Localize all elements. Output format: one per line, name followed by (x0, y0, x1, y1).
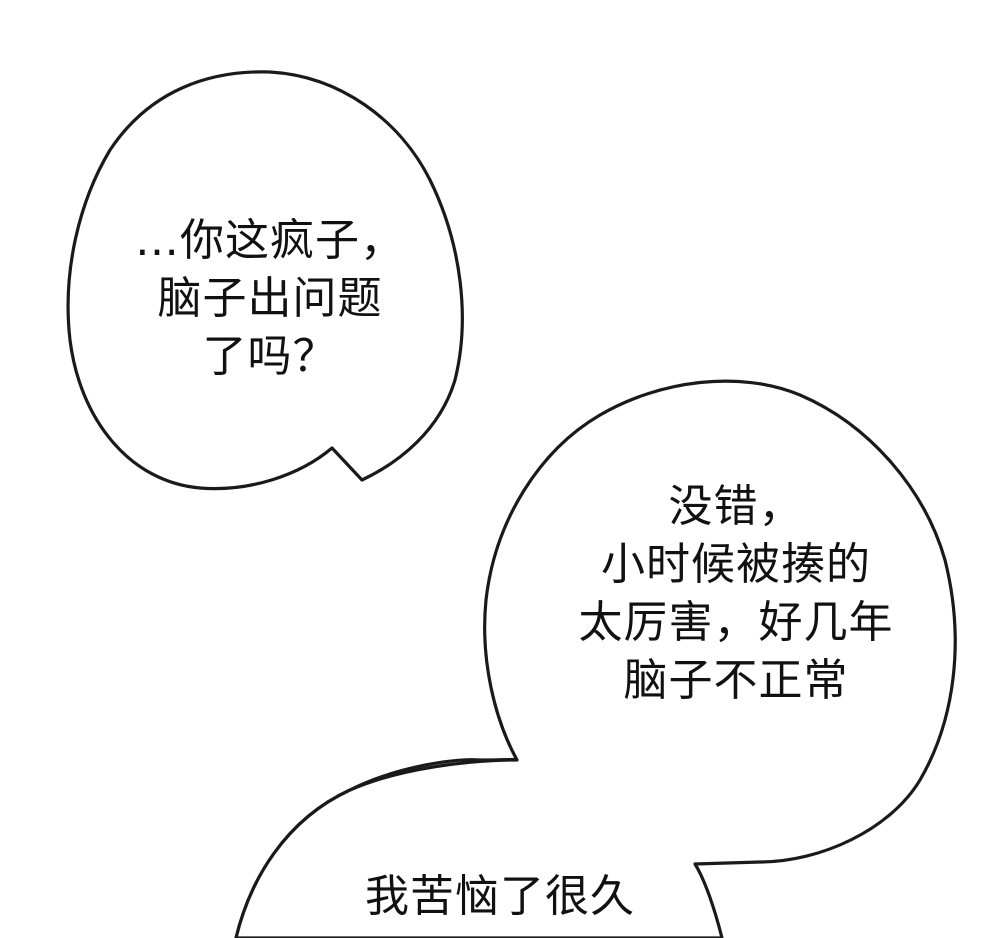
dialogue-line: 我苦恼了很久 (365, 871, 635, 922)
dialogue-line: 了吗？ (202, 331, 338, 382)
speech-bubble-1-text: …你这疯子， 脑子出问题 了吗？ (120, 212, 420, 386)
dialogue-line: 脑子不正常 (623, 655, 849, 706)
speech-bubble-1-outline (66, 70, 464, 491)
dialogue-line: 没错， (668, 481, 804, 532)
dialogue-line: 脑子出问题 (157, 273, 383, 324)
speech-bubble-2-outline (234, 379, 957, 938)
dialogue-line: …你这疯子， (135, 215, 405, 266)
dialogue-line: 小时候被揍的 (601, 539, 871, 590)
dialogue-line: 太厉害，好几年 (578, 597, 894, 648)
speech-bubble-2-text: 没错， 小时候被揍的 太厉害，好几年 脑子不正常 (546, 478, 926, 710)
speech-bubble-3-text: 我苦恼了很久 (330, 868, 670, 926)
